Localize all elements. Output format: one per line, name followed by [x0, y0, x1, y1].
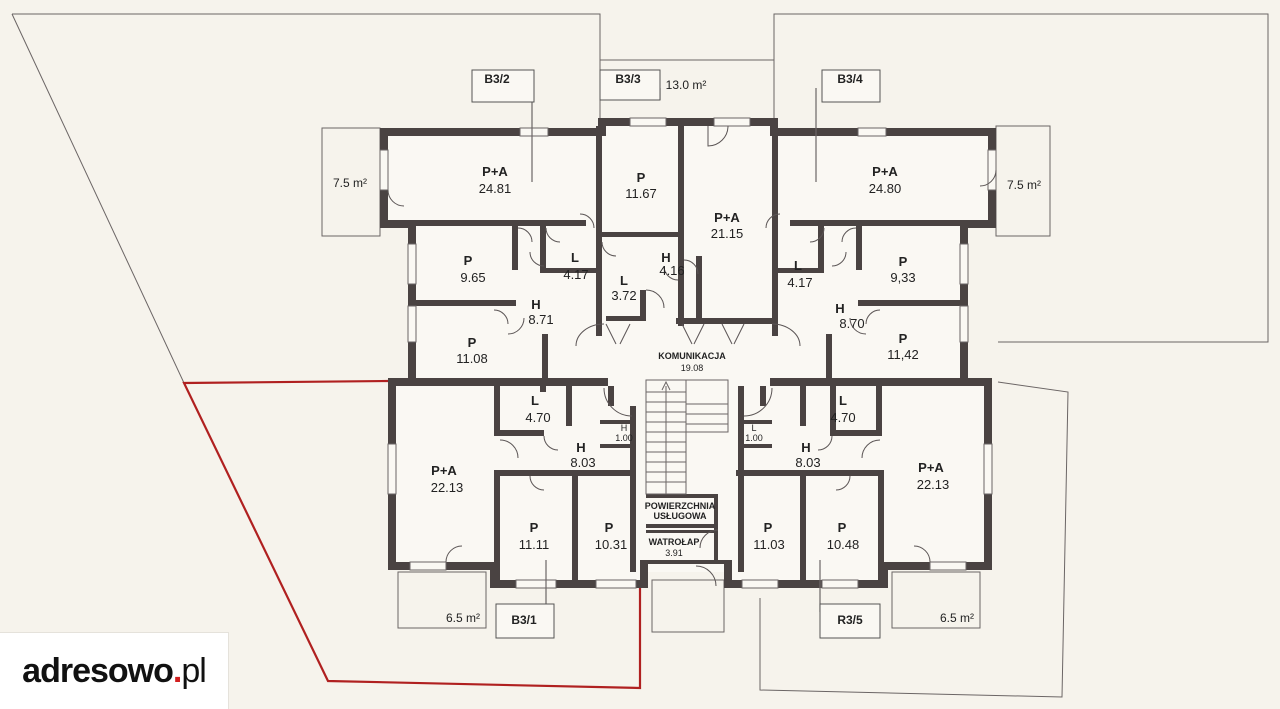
room-code: L [794, 258, 802, 273]
room-area: 3.72 [611, 288, 636, 303]
terrace-labels: 13.0 m² 7.5 m² 7.5 m² 6.5 m² 6.5 m² [333, 78, 1041, 625]
door-swings [387, 125, 997, 587]
boundary-east [759, 381, 1069, 698]
room-area: 1.00 [615, 433, 633, 443]
room-code: P [530, 520, 539, 535]
room-area: 8.03 [570, 455, 595, 470]
room-labels: P+A 24.81 P 11.67 P+A 21.15 P+A 24.80 P … [431, 164, 950, 558]
room-area: 11.03 [753, 537, 785, 552]
room-code: L [571, 250, 579, 265]
service-area-label-line1: POWIERZCHNIA [645, 501, 716, 511]
unit-tag-text: B3/4 [837, 72, 863, 86]
room-code: H [576, 440, 585, 455]
room-area: 11,42 [887, 347, 919, 362]
logo-dot: . [172, 651, 183, 690]
room-code: L [531, 393, 539, 408]
room-area: 22.13 [431, 480, 464, 495]
room-area: 24.80 [869, 181, 902, 196]
room-area: 4.70 [830, 410, 855, 425]
room-area: 1.00 [745, 433, 763, 443]
room-code: P [468, 335, 477, 350]
room-area: 4.70 [525, 410, 550, 425]
room-area: 11.67 [625, 186, 657, 201]
room-code: L [839, 393, 847, 408]
room-area: 11.08 [456, 351, 488, 366]
room-code: H [661, 250, 670, 265]
unit-tag-r3-5: R3/5 [819, 603, 881, 639]
room-area: 4.17 [787, 275, 812, 290]
room-code: P+A [918, 460, 944, 475]
site-boundaries [11, 13, 1269, 698]
terrace-southwest [397, 571, 487, 629]
terrace-area-east: 7.5 m² [1007, 178, 1041, 192]
unit-tag-b3-3: B3/3 [599, 69, 661, 101]
room-code: L [751, 423, 756, 433]
room-code: H [531, 297, 540, 312]
windows [379, 117, 997, 589]
room-code: P [899, 331, 908, 346]
room-code: P [764, 520, 773, 535]
boundary-west [11, 13, 185, 384]
room-area: 21.15 [711, 226, 744, 241]
unit-tag-text: B3/1 [511, 613, 537, 627]
room-area: 9,33 [890, 270, 915, 285]
room-area: 10.48 [827, 537, 860, 552]
room-area: 11.11 [519, 537, 550, 552]
terrace-area-southwest: 6.5 m² [446, 611, 480, 625]
boundary-north [12, 13, 1269, 343]
unit-tags: B3/2 B3/3 B3/4 B3/1 R3/5 [471, 69, 881, 639]
terrace-area-north: 13.0 m² [666, 78, 707, 92]
room-code: KOMUNIKACJA [658, 351, 726, 361]
room-code: P [605, 520, 614, 535]
logo-brand: adresowo [22, 651, 174, 690]
room-area: 4.16 [659, 263, 684, 278]
unit-tag-text: B3/2 [484, 72, 510, 86]
room-area: 10.31 [595, 537, 628, 552]
entrance-porch [651, 579, 725, 633]
room-area: 9.65 [460, 270, 485, 285]
room-area: 24.81 [479, 181, 512, 196]
room-code: P [838, 520, 847, 535]
room-area: 22.13 [917, 477, 950, 492]
plot-boundary-red [182, 379, 642, 690]
room-code: P [899, 254, 908, 269]
room-code: P+A [714, 210, 740, 225]
room-code: P+A [872, 164, 898, 179]
room-code: L [620, 273, 628, 288]
building [379, 86, 997, 612]
room-area: 8.03 [795, 455, 820, 470]
room-area: 3.91 [665, 548, 683, 558]
room-area: 8.70 [839, 316, 864, 331]
room-area: 8.71 [528, 312, 553, 327]
room-code: P+A [431, 463, 457, 478]
unit-tag-b3-1: B3/1 [495, 603, 555, 639]
room-code: H [835, 301, 844, 316]
unit-tag-b3-4: B3/4 [821, 69, 881, 103]
room-code: P [637, 170, 646, 185]
terrace-area-southeast: 6.5 m² [940, 611, 974, 625]
service-area-label-line2: USŁUGOWA [654, 511, 707, 521]
room-area: 4.17 [563, 267, 588, 282]
room-code: P [464, 253, 473, 268]
terrace-southeast [891, 571, 981, 629]
interior-walls [388, 126, 966, 582]
terrace-area-west: 7.5 m² [333, 176, 367, 190]
logo-tld: pl [181, 651, 206, 690]
unit-tag-text: R3/5 [837, 613, 863, 627]
adresowo-logo[interactable]: adresowo.pl [0, 633, 228, 709]
room-area: 19.08 [681, 363, 704, 373]
room-code: H [621, 423, 628, 433]
room-code: P+A [482, 164, 508, 179]
room-code: H [801, 440, 810, 455]
unit-tag-b3-2: B3/2 [471, 69, 535, 103]
room-code: WATROŁAP [649, 537, 700, 547]
staircase [645, 379, 729, 495]
unit-tag-text: B3/3 [615, 72, 641, 86]
